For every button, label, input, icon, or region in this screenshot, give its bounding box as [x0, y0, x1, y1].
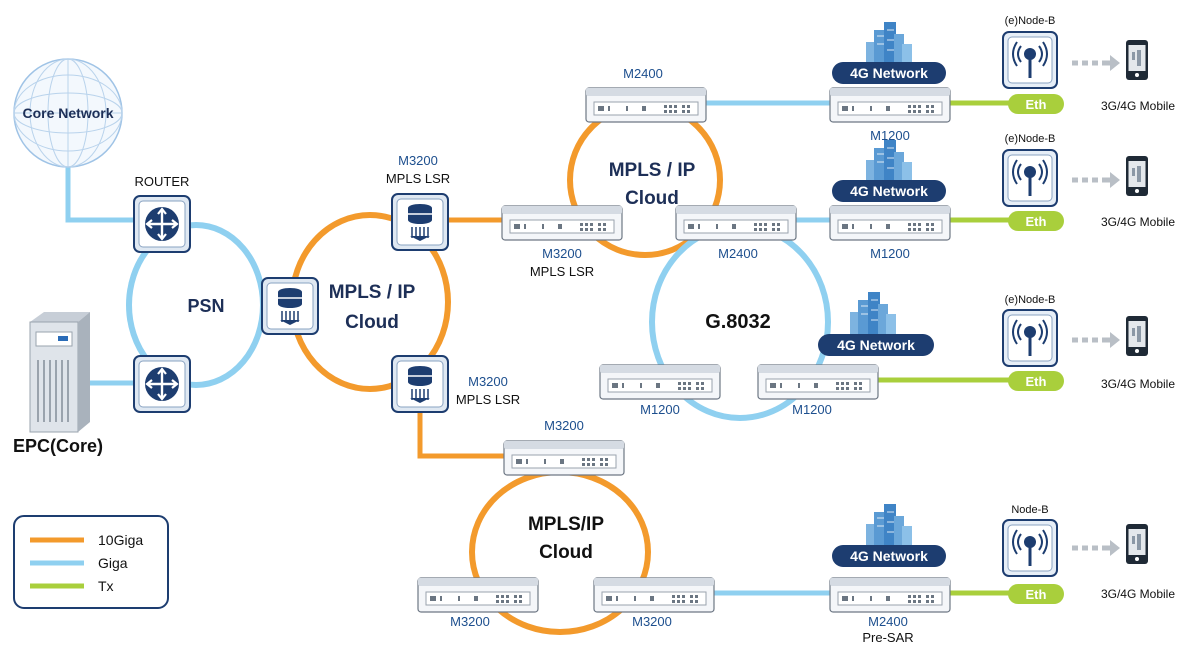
- buildings-icon: [865, 139, 913, 183]
- m3200-mid-role: MPLS LSR: [530, 264, 594, 279]
- enodeb-label-1: (e)Node-B: [1005, 15, 1056, 27]
- lsr-center: [261, 277, 319, 335]
- m2400-mid-label: M2400: [718, 246, 758, 261]
- enodeb-label-2: (e)Node-B: [1005, 133, 1056, 145]
- m2400-top-label: M2400: [623, 66, 663, 81]
- device-m2400-top: [585, 87, 707, 123]
- psn-label: PSN: [187, 296, 224, 316]
- core-network-label: Core Network: [22, 105, 113, 121]
- mpls-bottom-line2: Cloud: [539, 542, 593, 563]
- m3200-b3-label: M3200: [632, 614, 672, 629]
- mpls-bottom-line1: MPLS/IP: [528, 514, 604, 535]
- mobile-phone-icon: [1126, 524, 1148, 564]
- device-m1200-g1: [599, 364, 721, 400]
- router-top: [133, 195, 191, 253]
- m3200-mid-label: M3200: [542, 246, 582, 261]
- lsr-bottom: [391, 355, 449, 413]
- mobile-label-3: 3G/4G Mobile: [1101, 377, 1175, 391]
- eth-label: Eth: [1026, 587, 1047, 602]
- legend-label-giga: Giga: [98, 555, 128, 571]
- legend-label-tx: Tx: [98, 578, 114, 594]
- legend-label-10giga: 10Giga: [98, 532, 143, 548]
- m2400-b-label: M2400: [868, 614, 908, 629]
- m1200-g2-label: M1200: [792, 402, 832, 417]
- network-badge-4: 4G Network: [850, 548, 928, 564]
- lsr-bottom-model: M3200: [468, 374, 508, 389]
- m1200-r1-label: M1200: [870, 128, 910, 143]
- eth-label: Eth: [1026, 374, 1047, 389]
- device-m3200-b1: [503, 440, 625, 476]
- core-network-globe: [13, 58, 123, 168]
- buildings-icon: [865, 21, 913, 65]
- arrow-icon: [1072, 172, 1120, 188]
- network-group-3: 4G Network: [818, 291, 934, 356]
- links-layer: [65, 100, 1010, 596]
- network-group-4: 4G Network: [832, 503, 946, 567]
- router-label: ROUTER: [135, 174, 190, 189]
- mpls-top-line2: Cloud: [625, 188, 679, 209]
- router-bottom: [133, 355, 191, 413]
- device-m3200-b3: [593, 577, 715, 613]
- arrow-icon: [1072, 540, 1120, 556]
- m3200-b1-label: M3200: [544, 418, 584, 433]
- epc-label: EPC(Core): [13, 436, 103, 456]
- network-badge-1: 4G Network: [850, 65, 928, 81]
- lsr-top: [391, 193, 449, 251]
- eth-badge-2: Eth: [1008, 211, 1064, 231]
- device-m1200-r1: [829, 87, 951, 123]
- mpls-left-line1: MPLS / IP: [329, 282, 416, 303]
- device-m3200-b2: [417, 577, 539, 613]
- buildings-icon: [849, 291, 897, 335]
- device-m2400-b: [829, 577, 951, 613]
- g8032-label: G.8032: [705, 311, 771, 333]
- network-group-2: 4G Network: [832, 139, 946, 202]
- antenna-icon: [1001, 308, 1059, 368]
- legend: 10Giga Giga Tx: [13, 515, 169, 609]
- device-m1200-g2: [757, 364, 879, 400]
- nodeb-label: Node-B: [1011, 504, 1048, 516]
- m3200-b2-label: M3200: [450, 614, 490, 629]
- m1200-g1-label: M1200: [640, 402, 680, 417]
- network-group-1: 4G Network: [832, 21, 946, 84]
- lsr-top-model: M3200: [398, 153, 438, 168]
- device-m1200-r2: [829, 205, 951, 241]
- antenna-icon: [1001, 30, 1059, 90]
- lsr-bottom-role: MPLS LSR: [456, 392, 520, 407]
- eth-badge-3: Eth: [1008, 371, 1064, 391]
- mobile-label-4: 3G/4G Mobile: [1101, 587, 1175, 601]
- network-badge-3: 4G Network: [837, 337, 915, 353]
- epc-server-icon: [29, 312, 90, 433]
- mpls-left-line2: Cloud: [345, 312, 399, 333]
- buildings-icon: [865, 503, 913, 547]
- mobile-label-2: 3G/4G Mobile: [1101, 215, 1175, 229]
- antenna-icon: [1001, 148, 1059, 208]
- lsr-top-role: MPLS LSR: [386, 171, 450, 186]
- m1200-r2-label: M1200: [870, 246, 910, 261]
- mobile-phone-icon: [1126, 40, 1148, 80]
- m2400-b-role: Pre-SAR: [862, 630, 913, 645]
- arrow-icon: [1072, 332, 1120, 348]
- network-badge-2: 4G Network: [850, 183, 928, 199]
- mobile-phone-icon: [1126, 156, 1148, 196]
- arrow-icon: [1072, 55, 1120, 71]
- mobile-label-1: 3G/4G Mobile: [1101, 99, 1175, 113]
- eth-label: Eth: [1026, 214, 1047, 229]
- eth-badge-4: Eth: [1008, 584, 1064, 604]
- eth-badge-1: Eth: [1008, 94, 1064, 114]
- device-m3200-mid: [501, 205, 623, 241]
- device-m2400-mid: [675, 205, 797, 241]
- mobile-phone-icon: [1126, 316, 1148, 356]
- eth-label: Eth: [1026, 97, 1047, 112]
- antenna-icon: [1001, 518, 1059, 578]
- enodeb-label-3: (e)Node-B: [1005, 294, 1056, 306]
- mpls-top-line1: MPLS / IP: [609, 160, 696, 181]
